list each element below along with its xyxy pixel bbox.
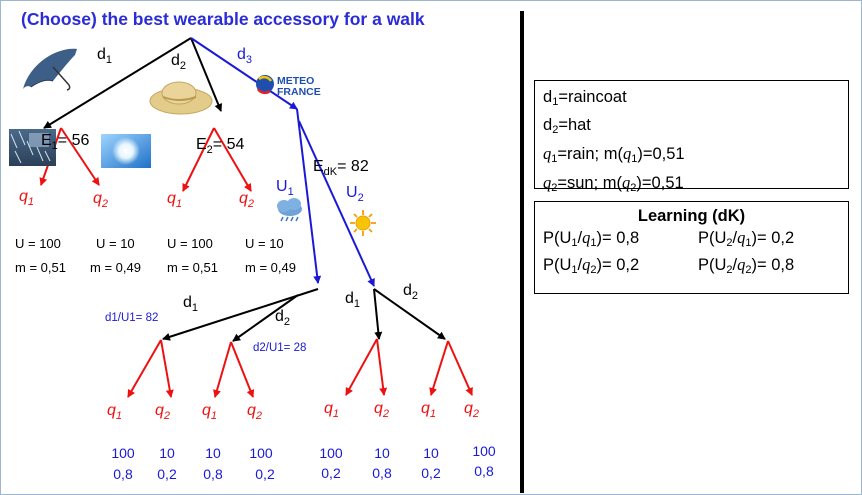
sunny-sky-photo: [101, 134, 151, 168]
svg-text:q2: q2: [93, 190, 108, 210]
edge-d1: [43, 37, 192, 129]
def-q1: q1=rain; m(q1)=0,51: [543, 144, 685, 165]
sun-icon: [350, 210, 376, 236]
svg-text:m = 0,51: m = 0,51: [167, 260, 218, 275]
edge-q2-a: [60, 127, 100, 186]
def-q2: q2=sun; m(q2)=0,51: [543, 173, 684, 194]
svg-text:q1: q1: [19, 188, 34, 208]
svg-text:q2: q2: [239, 190, 254, 210]
svg-text:q2: q2: [464, 400, 479, 420]
edge-leaf: [230, 341, 255, 398]
label-d1: d1: [97, 46, 112, 66]
straw-hat-icon: [149, 81, 213, 115]
svg-text:q2: q2: [247, 402, 262, 422]
edge-u1-d1: [162, 288, 319, 341]
edge-leaf: [447, 340, 473, 396]
label-d2u1: d2/U1= 28: [253, 342, 306, 354]
edge-u1-d2: [232, 294, 299, 342]
svg-text:0,2: 0,2: [321, 465, 341, 481]
label-edk: EdK= 82: [313, 158, 369, 178]
edge-leaf: [127, 339, 162, 398]
def-d1: d1=raincoat: [543, 88, 627, 108]
svg-text:q1: q1: [202, 402, 217, 422]
svg-text:10: 10: [374, 445, 390, 461]
svg-text:0,8: 0,8: [203, 466, 223, 482]
svg-text:METEO: METEO: [277, 75, 314, 87]
edge-u2-d1: [373, 288, 383, 340]
svg-text:10: 10: [205, 445, 221, 461]
svg-text:100: 100: [472, 443, 496, 459]
slide-title: (Choose) the best wearable accessory for…: [21, 9, 425, 29]
svg-text:0,8: 0,8: [474, 463, 494, 479]
label-u1: U1: [276, 178, 294, 198]
label-e2: E2= 54: [196, 136, 244, 156]
utility-labels: U = 100 U = 10 U = 100 U = 10: [15, 236, 284, 251]
label-d2: d2: [171, 52, 186, 72]
svg-text:q2: q2: [374, 400, 389, 420]
svg-text:q1: q1: [167, 190, 182, 210]
svg-text:U = 10: U = 10: [96, 236, 135, 251]
svg-text:0,8: 0,8: [113, 466, 133, 482]
rain-photo: [9, 129, 56, 166]
svg-text:q1: q1: [421, 400, 436, 420]
svg-text:100: 100: [319, 445, 343, 461]
svg-text:100: 100: [249, 445, 273, 461]
leaf-probabilities: 0,8 0,2 0,8 0,2 0,2 0,8 0,2 0,8: [113, 463, 494, 482]
label-e1: E1= 56: [41, 132, 89, 152]
label-d3: d3: [237, 46, 252, 66]
svg-text:0,2: 0,2: [255, 466, 275, 482]
label-u2-d1: d1: [345, 290, 360, 310]
svg-text:q1: q1: [324, 400, 339, 420]
label-d1u1: d1/U1= 82: [105, 312, 158, 324]
edge-d2: [190, 37, 223, 112]
leaf-utilities: 100 10 10 100 100 10 10 100: [111, 443, 496, 461]
edge-d3: [190, 37, 298, 110]
probability-labels: m = 0,51 m = 0,49 m = 0,51 m = 0,49: [15, 260, 296, 275]
q-labels-leaf: q1 q2 q1 q2 q1 q2 q1 q2: [107, 400, 479, 422]
label-u1-d1: d1: [183, 294, 198, 314]
edge-q1-b: [182, 127, 215, 192]
svg-text:0,8: 0,8: [372, 465, 392, 481]
edge-leaf: [376, 338, 388, 396]
svg-text:q1: q1: [107, 402, 122, 422]
svg-text:0,2: 0,2: [157, 466, 177, 482]
def-d2: d2=hat: [543, 116, 591, 136]
edge-u2-d2: [373, 288, 446, 340]
svg-text:FRANCE: FRANCE: [277, 86, 321, 98]
definitions-box: d1=raincoat d2=hat q1=rain; m(q1)=0,51 q…: [534, 80, 849, 194]
edge-q2-b: [213, 127, 252, 192]
svg-text:m = 0,49: m = 0,49: [245, 260, 296, 275]
svg-text:U = 10: U = 10: [245, 236, 284, 251]
svg-text:q2: q2: [155, 402, 170, 422]
label-u2: U2: [346, 184, 364, 204]
label-u2-d2: d2: [403, 282, 418, 302]
learning-title: Learning (dK): [637, 207, 746, 225]
edge-u2: [298, 120, 375, 287]
svg-text:m = 0,49: m = 0,49: [90, 260, 141, 275]
svg-text:0,2: 0,2: [421, 465, 441, 481]
svg-text:m = 0,51: m = 0,51: [15, 260, 66, 275]
svg-text:10: 10: [423, 445, 439, 461]
svg-text:U = 100: U = 100: [167, 236, 213, 251]
label-u1-d2: d2: [275, 308, 290, 328]
meteo-france-logo: METEO FRANCE: [256, 75, 321, 98]
edge-leaf: [345, 338, 378, 396]
edge-leaf: [160, 339, 174, 398]
rain-cloud-icon: [277, 198, 302, 222]
umbrella-icon: [23, 48, 77, 91]
svg-text:10: 10: [159, 445, 175, 461]
edge-leaf: [213, 341, 232, 398]
q-labels-level1: q1 q2 q1 q2: [19, 188, 254, 210]
svg-text:U = 100: U = 100: [15, 236, 61, 251]
svg-text:100: 100: [111, 445, 135, 461]
edge-leaf: [429, 340, 449, 396]
edge-u1: [296, 108, 322, 284]
